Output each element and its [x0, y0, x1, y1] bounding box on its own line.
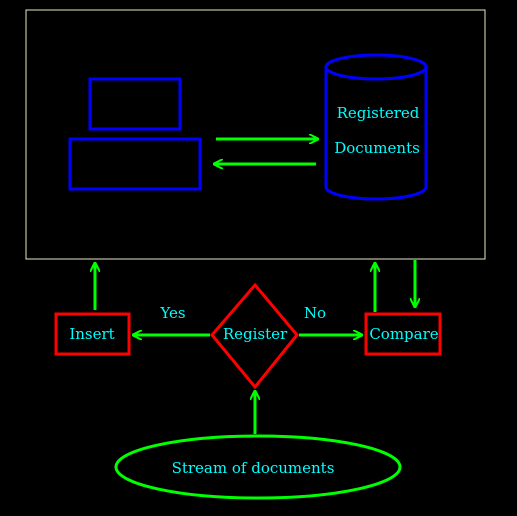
registered-documents-database	[324, 53, 428, 201]
register-label: Register	[223, 325, 288, 343]
no-label: No	[304, 304, 326, 322]
small-blue-box	[88, 77, 182, 131]
system-frame	[25, 9, 486, 260]
yes-label: Yes	[159, 304, 185, 322]
large-blue-box	[68, 137, 202, 191]
compare-label: Compare	[369, 325, 438, 343]
register-decision-diamond	[210, 282, 299, 390]
database-label-line1: Registered	[337, 104, 420, 122]
insert-label: Insert	[69, 325, 114, 343]
stream-label: Stream of documents	[172, 459, 335, 477]
insert-box	[54, 312, 131, 356]
database-label-line2: Documents	[334, 139, 420, 157]
compare-box	[364, 312, 442, 356]
document-stream-ellipse	[114, 434, 402, 500]
